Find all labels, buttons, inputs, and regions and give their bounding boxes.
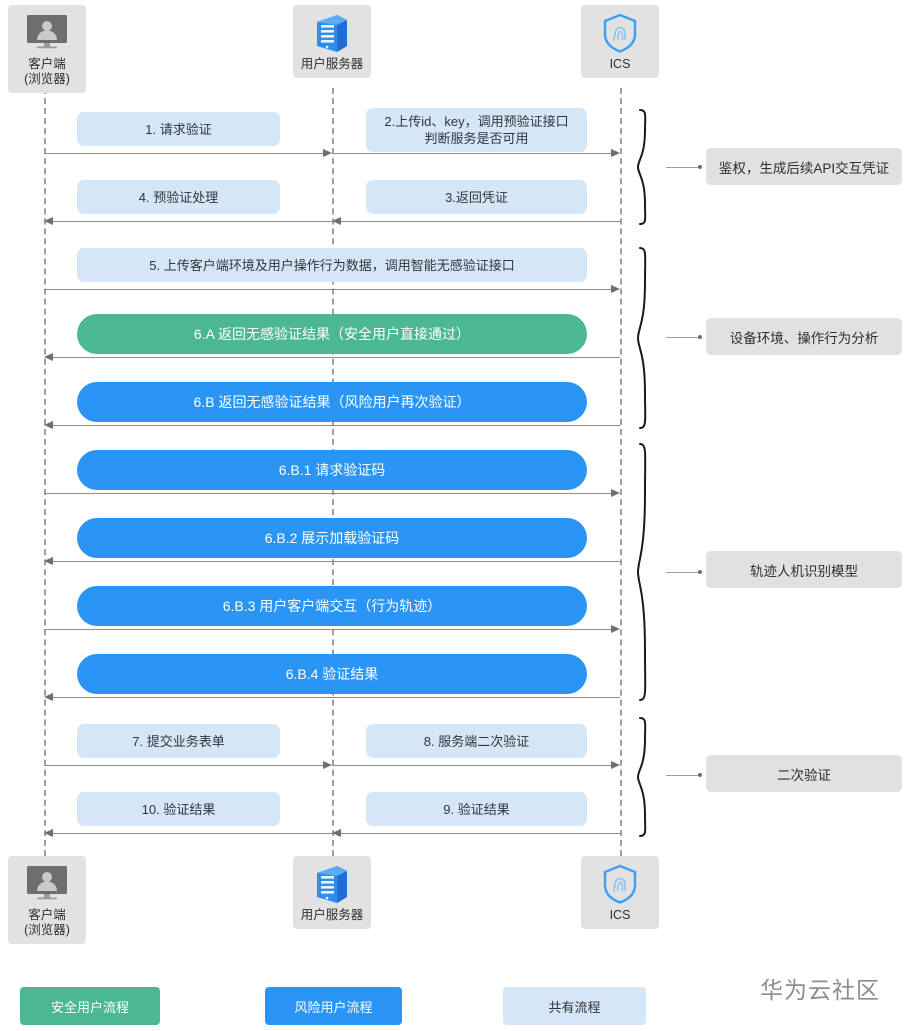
arrow-line-9 bbox=[341, 833, 620, 834]
watermark: 华为云社区 bbox=[760, 978, 880, 1004]
monitor-user-icon bbox=[10, 11, 84, 55]
annotation-dot-1 bbox=[698, 165, 702, 169]
actor-label: ICS bbox=[609, 908, 631, 922]
arrow-line-8 bbox=[332, 765, 612, 766]
arrow-line-5 bbox=[44, 289, 612, 290]
server-rack-icon bbox=[295, 11, 369, 55]
message-2: 2.上传id、key，调用预验证接口 判断服务是否可用 bbox=[366, 108, 587, 152]
actor-label: 客户端 (浏览器) bbox=[24, 908, 70, 937]
actor-client-bottom[interactable]: 客户端 (浏览器) bbox=[8, 856, 86, 944]
message-5: 5. 上传客户端环境及用户操作行为数据，调用智能无感验证接口 bbox=[77, 248, 587, 282]
message-6b2: 6.B.2 展示加载验证码 bbox=[77, 518, 587, 558]
annotation-box-2: 设备环境、操作行为分析 bbox=[706, 318, 902, 355]
annotation-dot-2 bbox=[698, 335, 702, 339]
arrow-line-10 bbox=[53, 833, 332, 834]
arrow-head-6b2 bbox=[44, 556, 53, 565]
brace-group-3 bbox=[636, 442, 656, 702]
brace-group-2 bbox=[636, 246, 656, 430]
actor-ics-bottom[interactable]: ICS bbox=[581, 856, 659, 929]
arrow-head-7 bbox=[323, 760, 332, 769]
annotation-connector-4 bbox=[666, 775, 700, 776]
actor-client-top[interactable]: 客户端 (浏览器) bbox=[8, 5, 86, 93]
annotation-connector-3 bbox=[666, 572, 700, 573]
arrow-head-10 bbox=[44, 828, 53, 837]
message-1: 1. 请求验证 bbox=[77, 112, 280, 146]
message-4: 4. 预验证处理 bbox=[77, 180, 280, 214]
arrow-line-3 bbox=[341, 221, 620, 222]
message-6b: 6.B 返回无感验证结果（风险用户再次验证） bbox=[77, 382, 587, 422]
message-3: 3.返回凭证 bbox=[366, 180, 587, 214]
arrow-head-8 bbox=[611, 760, 620, 769]
message-6b1: 6.B.1 请求验证码 bbox=[77, 450, 587, 490]
message-8: 8. 服务端二次验证 bbox=[366, 724, 587, 758]
legend-item-shared: 共有流程 bbox=[503, 987, 646, 1025]
arrow-head-5 bbox=[611, 284, 620, 293]
lifeline-client bbox=[44, 88, 46, 856]
arrow-line-4 bbox=[53, 221, 332, 222]
brace-group-4 bbox=[636, 716, 656, 838]
arrow-line-2 bbox=[332, 153, 612, 154]
actor-user-server-top[interactable]: 用户服务器 bbox=[293, 5, 371, 78]
arrow-line-7 bbox=[44, 765, 324, 766]
message-7: 7. 提交业务表单 bbox=[77, 724, 280, 758]
actor-user-server-bottom[interactable]: 用户服务器 bbox=[293, 856, 371, 929]
arrow-line-6b3 bbox=[44, 629, 612, 630]
arrow-line-6b4 bbox=[53, 697, 620, 698]
arrow-line-6b2 bbox=[53, 561, 620, 562]
arrow-line-1 bbox=[44, 153, 324, 154]
arrow-head-6b4 bbox=[44, 692, 53, 701]
arrow-head-4 bbox=[44, 216, 53, 225]
monitor-user-icon bbox=[10, 862, 84, 906]
actor-label: 用户服务器 bbox=[300, 57, 364, 71]
arrow-head-3 bbox=[332, 216, 341, 225]
annotation-box-1: 鉴权，生成后续API交互凭证 bbox=[706, 148, 902, 185]
arrow-head-1 bbox=[323, 148, 332, 157]
arrow-head-9 bbox=[332, 828, 341, 837]
lifeline-ics bbox=[620, 88, 622, 856]
actor-label: 客户端 (浏览器) bbox=[24, 57, 70, 86]
message-6b4: 6.B.4 验证结果 bbox=[77, 654, 587, 694]
arrow-line-6b1 bbox=[44, 493, 612, 494]
shield-fingerprint-icon bbox=[583, 11, 657, 55]
actor-label: ICS bbox=[609, 57, 631, 71]
annotation-box-4: 二次验证 bbox=[706, 755, 902, 792]
annotation-dot-3 bbox=[698, 570, 702, 574]
arrow-head-6b bbox=[44, 420, 53, 429]
annotation-dot-4 bbox=[698, 773, 702, 777]
arrow-head-6b1 bbox=[611, 488, 620, 497]
message-6b3: 6.B.3 用户客户端交互（行为轨迹） bbox=[77, 586, 587, 626]
legend-item-risk: 风险用户流程 bbox=[265, 987, 402, 1025]
arrow-head-6a bbox=[44, 352, 53, 361]
message-9: 9. 验证结果 bbox=[366, 792, 587, 826]
shield-fingerprint-icon bbox=[583, 862, 657, 906]
actor-label: 用户服务器 bbox=[300, 908, 364, 922]
arrow-head-6b3 bbox=[611, 624, 620, 633]
message-10: 10. 验证结果 bbox=[77, 792, 280, 826]
arrow-line-6a bbox=[53, 357, 620, 358]
brace-group-1 bbox=[636, 108, 656, 226]
arrow-line-6b bbox=[53, 425, 620, 426]
annotation-connector-2 bbox=[666, 337, 700, 338]
annotation-box-3: 轨迹人机识别模型 bbox=[706, 551, 902, 588]
annotation-connector-1 bbox=[666, 167, 700, 168]
arrow-head-2 bbox=[611, 148, 620, 157]
actor-ics-top[interactable]: ICS bbox=[581, 5, 659, 78]
message-6a: 6.A 返回无感验证结果（安全用户直接通过） bbox=[77, 314, 587, 354]
legend-item-safe: 安全用户流程 bbox=[20, 987, 160, 1025]
server-rack-icon bbox=[295, 862, 369, 906]
